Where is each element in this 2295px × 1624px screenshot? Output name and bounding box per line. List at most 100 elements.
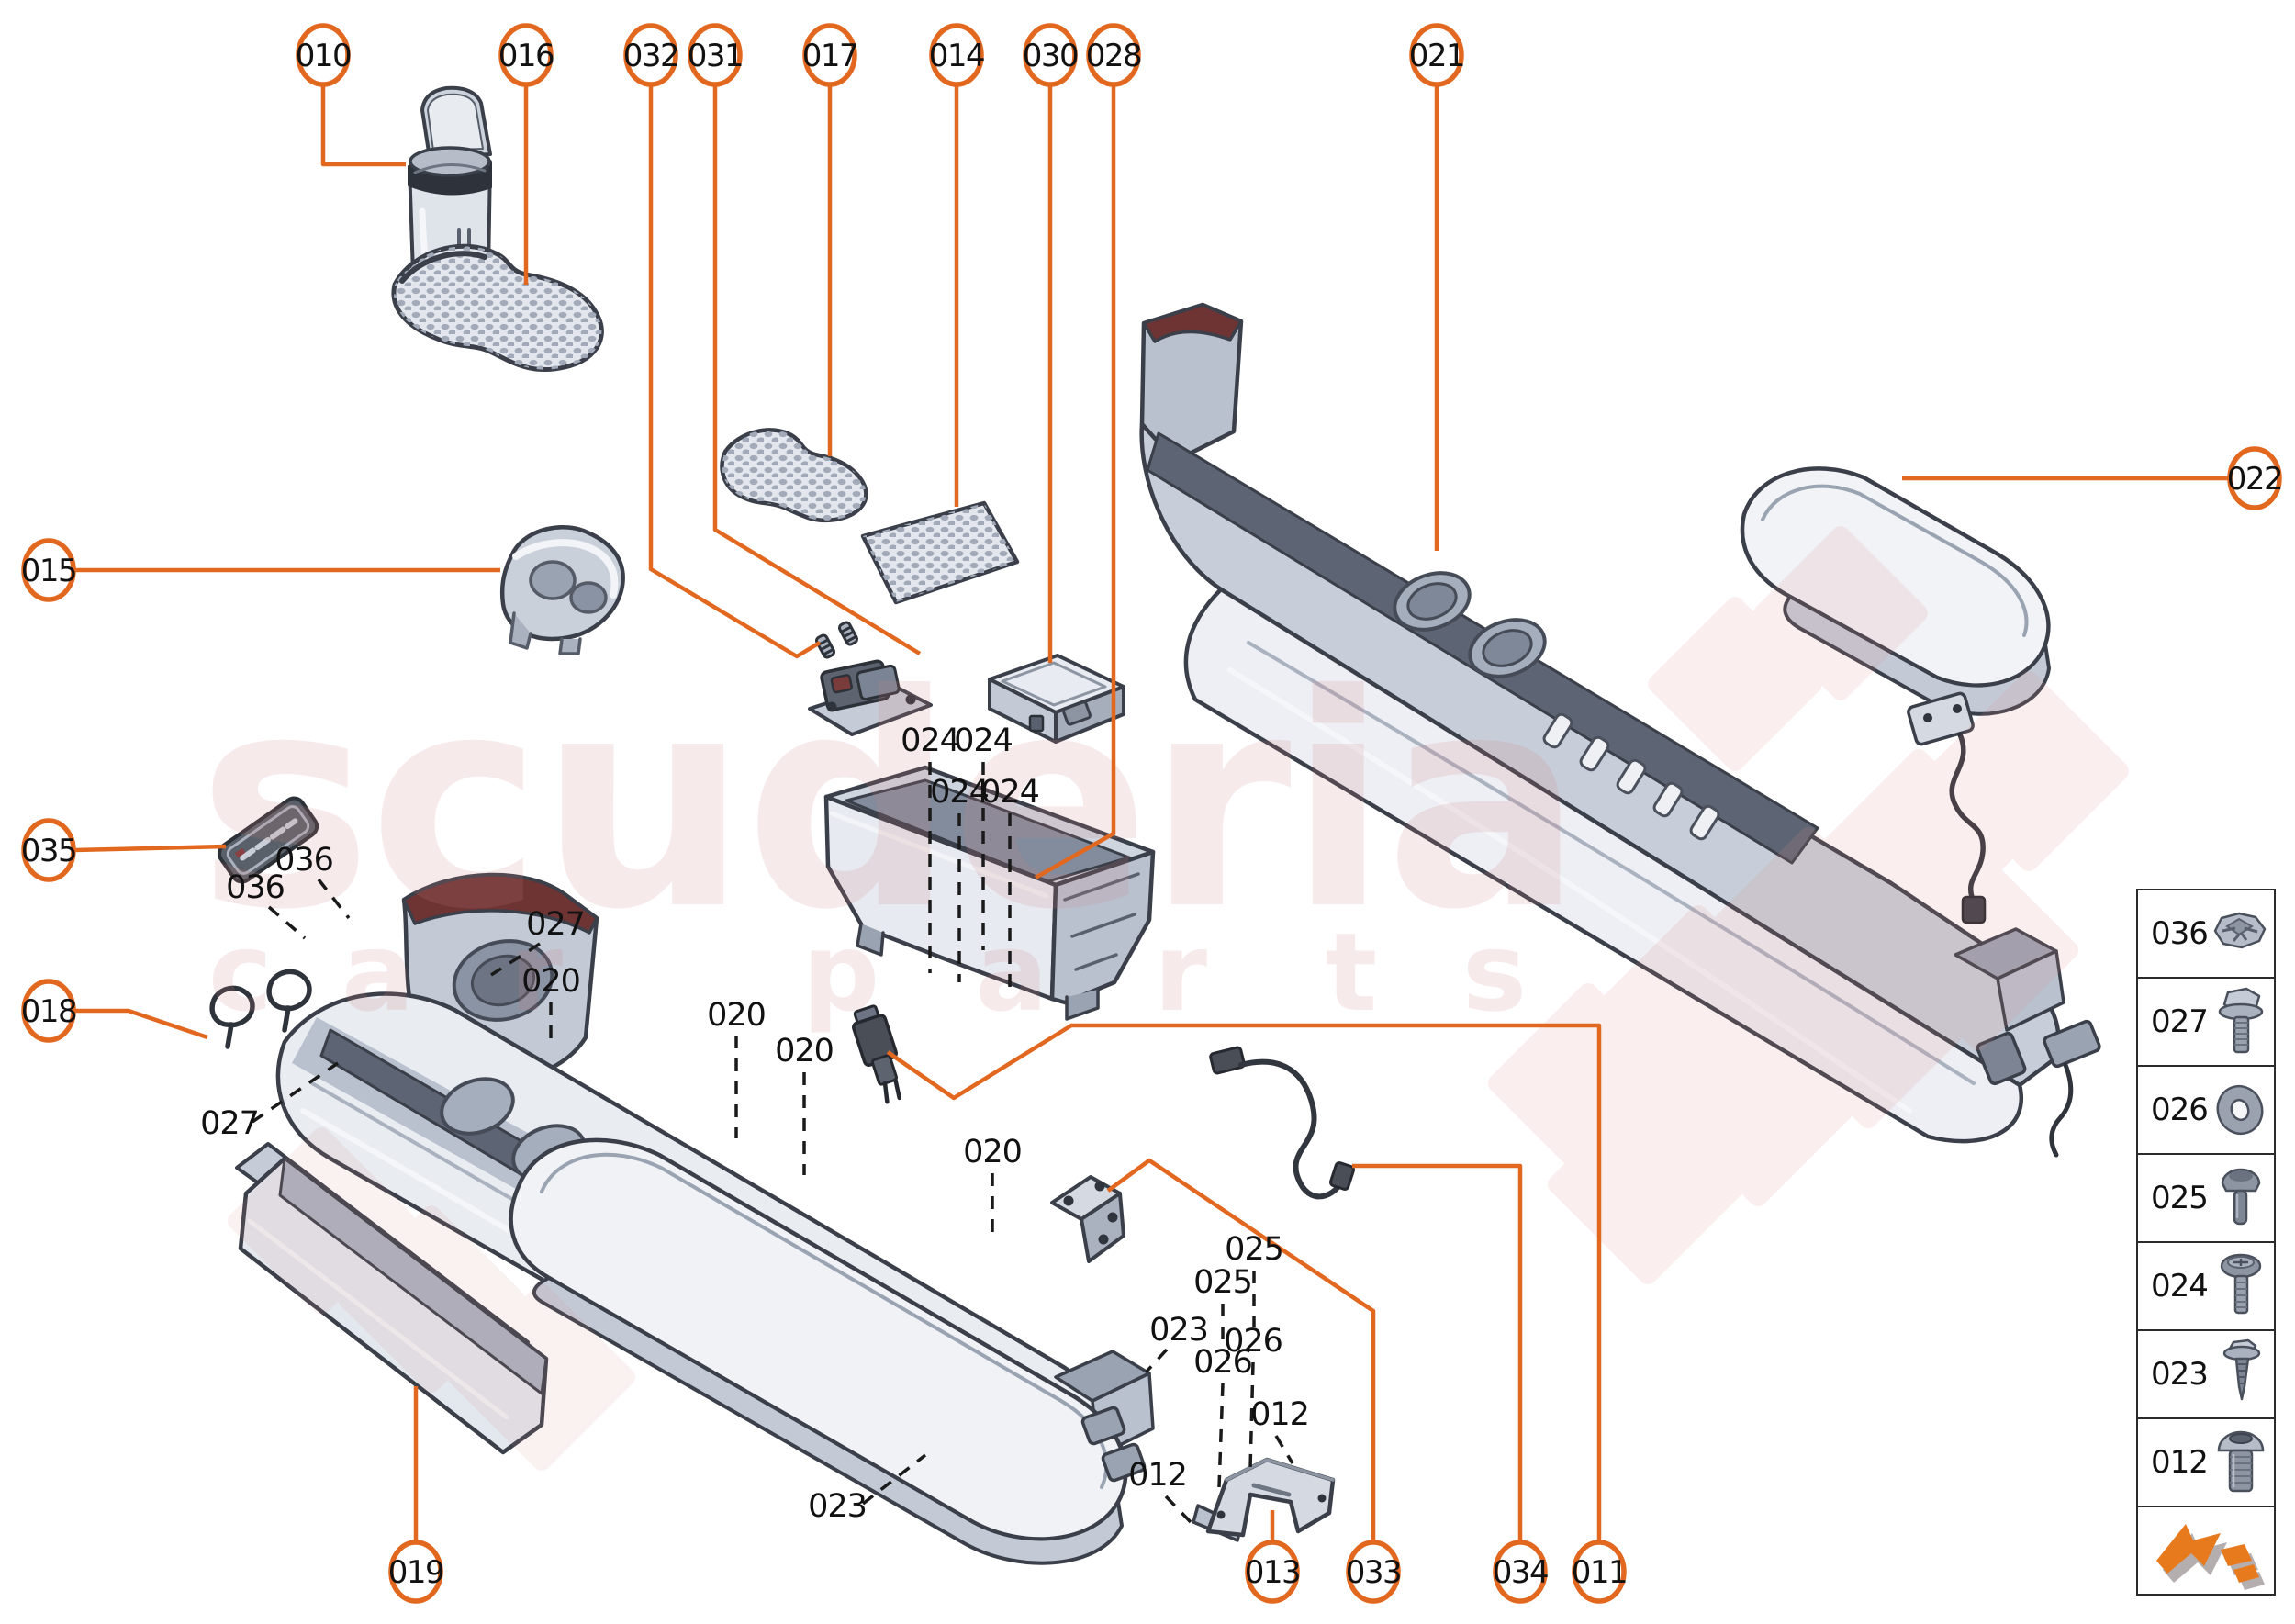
- dashed-leader-026-a: [1248, 1361, 1255, 1470]
- svg-text:028: 028: [1086, 38, 1141, 74]
- dashed-leader-026-b: [1217, 1383, 1225, 1488]
- self-tapping-screw-icon: [2211, 1338, 2268, 1410]
- callout-022[interactable]: 022: [2227, 446, 2284, 510]
- svg-text:035: 035: [21, 833, 76, 869]
- legend-label-012: 012: [2151, 1444, 2209, 1481]
- svg-text:017: 017: [802, 38, 857, 74]
- callout-021[interactable]: 021: [1409, 23, 1466, 87]
- part-latch-mechanism: [808, 659, 933, 736]
- part-latch-switch: [852, 1004, 901, 1104]
- callout-031[interactable]: 031: [688, 23, 744, 87]
- callout-028[interactable]: 028: [1086, 23, 1143, 87]
- svg-text:014: 014: [929, 38, 984, 74]
- inline-label-012-a: 012: [1250, 1396, 1309, 1433]
- callout-018[interactable]: 018: [21, 979, 78, 1043]
- inline-label-020-a: 020: [521, 963, 580, 1000]
- dashed-leader-027-top: [490, 942, 541, 977]
- svg-text:a: a: [341, 909, 415, 1036]
- callout-016[interactable]: 016: [498, 23, 555, 87]
- callout-032[interactable]: 032: [623, 23, 680, 87]
- watermark-word-main: scuderia: [197, 633, 1580, 974]
- callout-010[interactable]: 010: [296, 23, 353, 87]
- callout-014[interactable]: 014: [929, 23, 986, 87]
- legend-row-036[interactable]: 036: [2138, 890, 2274, 977]
- svg-text:016: 016: [498, 38, 554, 74]
- svg-text:019: 019: [388, 1554, 443, 1591]
- inline-label-036-b: 036: [226, 869, 285, 906]
- inline-label-036-a: 036: [274, 842, 333, 879]
- legend-row-023[interactable]: 023: [2138, 1329, 2274, 1417]
- dashed-leader-036-a: [317, 878, 351, 920]
- inline-label-024-a: 024: [901, 722, 959, 759]
- legend-label-025: 025: [2151, 1180, 2209, 1216]
- svg-text:015: 015: [21, 553, 76, 589]
- legend-row-012[interactable]: 012: [2138, 1417, 2274, 1506]
- svg-text:011: 011: [1572, 1554, 1627, 1591]
- inline-label-025-b: 025: [1193, 1264, 1252, 1301]
- svg-text:a: a: [975, 909, 1048, 1036]
- part-rubber-mat-rect: [860, 500, 1020, 605]
- inline-label-024-d: 024: [980, 774, 1039, 811]
- leader-028: [1034, 84, 1116, 879]
- button-head-bolt-icon: [2211, 1427, 2268, 1498]
- callout-017[interactable]: 017: [802, 23, 859, 87]
- inline-label-026-b: 026: [1193, 1344, 1252, 1381]
- svg-text:p: p: [802, 909, 879, 1036]
- legend-label-036: 036: [2151, 915, 2209, 952]
- part-spring-pins: [814, 621, 859, 659]
- callout-034[interactable]: 034: [1493, 1540, 1550, 1604]
- svg-text:010: 010: [296, 38, 351, 74]
- part-retaining-hooks: [209, 969, 312, 1049]
- leader-010: [320, 84, 406, 167]
- legend-row-024[interactable]: 024: [2138, 1241, 2274, 1329]
- push-nut-icon: [2211, 906, 2268, 961]
- fastener-legend: 036 027 026 02: [2136, 889, 2276, 1596]
- leader-034: [1352, 1163, 1523, 1542]
- callout-011[interactable]: 011: [1572, 1540, 1629, 1604]
- inline-label-025-a: 025: [1225, 1231, 1283, 1268]
- armrest-lid-hinges: [1080, 1406, 1147, 1483]
- callout-019[interactable]: 019: [388, 1540, 445, 1604]
- part-rubber-mat-large: [391, 243, 604, 373]
- watermark-diamond-pattern: [228, 526, 2129, 1471]
- legend-label-023: 023: [2151, 1356, 2209, 1393]
- leader-011: [886, 1023, 1602, 1542]
- armrest-wire: [1949, 732, 1986, 900]
- svg-text:013: 013: [1245, 1554, 1300, 1591]
- pan-head-screw-icon: [2211, 1251, 2268, 1321]
- svg-text:033: 033: [1346, 1554, 1401, 1591]
- svg-text:031: 031: [688, 38, 743, 74]
- brand-logo-cell[interactable]: [2138, 1506, 2274, 1594]
- svg-text:022: 022: [2227, 461, 2282, 498]
- part-console-upper: [1139, 302, 2101, 1158]
- part-cupholder-insert: [499, 525, 625, 655]
- leader-035: [73, 844, 227, 853]
- inline-label-020-d: 020: [963, 1134, 1022, 1170]
- part-hinge-bracket: [1050, 1175, 1125, 1263]
- console-upper-cup-recesses: [1393, 571, 1547, 678]
- legend-label-026: 026: [2151, 1092, 2209, 1128]
- inline-label-020-c: 020: [775, 1033, 834, 1070]
- legend-row-026[interactable]: 026: [2138, 1065, 2274, 1153]
- callout-013[interactable]: 013: [1245, 1540, 1302, 1604]
- inline-label-026-a: 026: [1224, 1323, 1282, 1360]
- svg-text:r: r: [1154, 909, 1207, 1036]
- svg-text:018: 018: [21, 993, 76, 1030]
- washer-icon: [2211, 1081, 2268, 1139]
- part-wiring-harness: [1209, 1046, 1355, 1200]
- watermark: scuderia c a r p a r t s: [197, 633, 1584, 1036]
- callout-035[interactable]: 035: [21, 818, 78, 882]
- inline-label-023-right: 023: [1149, 1312, 1208, 1349]
- console-upper-slots: [1542, 712, 1720, 841]
- callout-030[interactable]: 030: [1023, 23, 1080, 87]
- svg-text:s: s: [1462, 909, 1527, 1036]
- callout-033[interactable]: 033: [1346, 1540, 1403, 1604]
- dashed-leader-012-a: [1274, 1435, 1294, 1464]
- leader-033: [1106, 1158, 1376, 1542]
- callout-015[interactable]: 015: [21, 538, 78, 602]
- legend-row-025[interactable]: 025: [2138, 1153, 2274, 1241]
- dashed-leader-036-b: [267, 905, 307, 940]
- legend-row-027[interactable]: 027: [2138, 977, 2274, 1065]
- inline-label-027-bottom: 027: [200, 1105, 259, 1142]
